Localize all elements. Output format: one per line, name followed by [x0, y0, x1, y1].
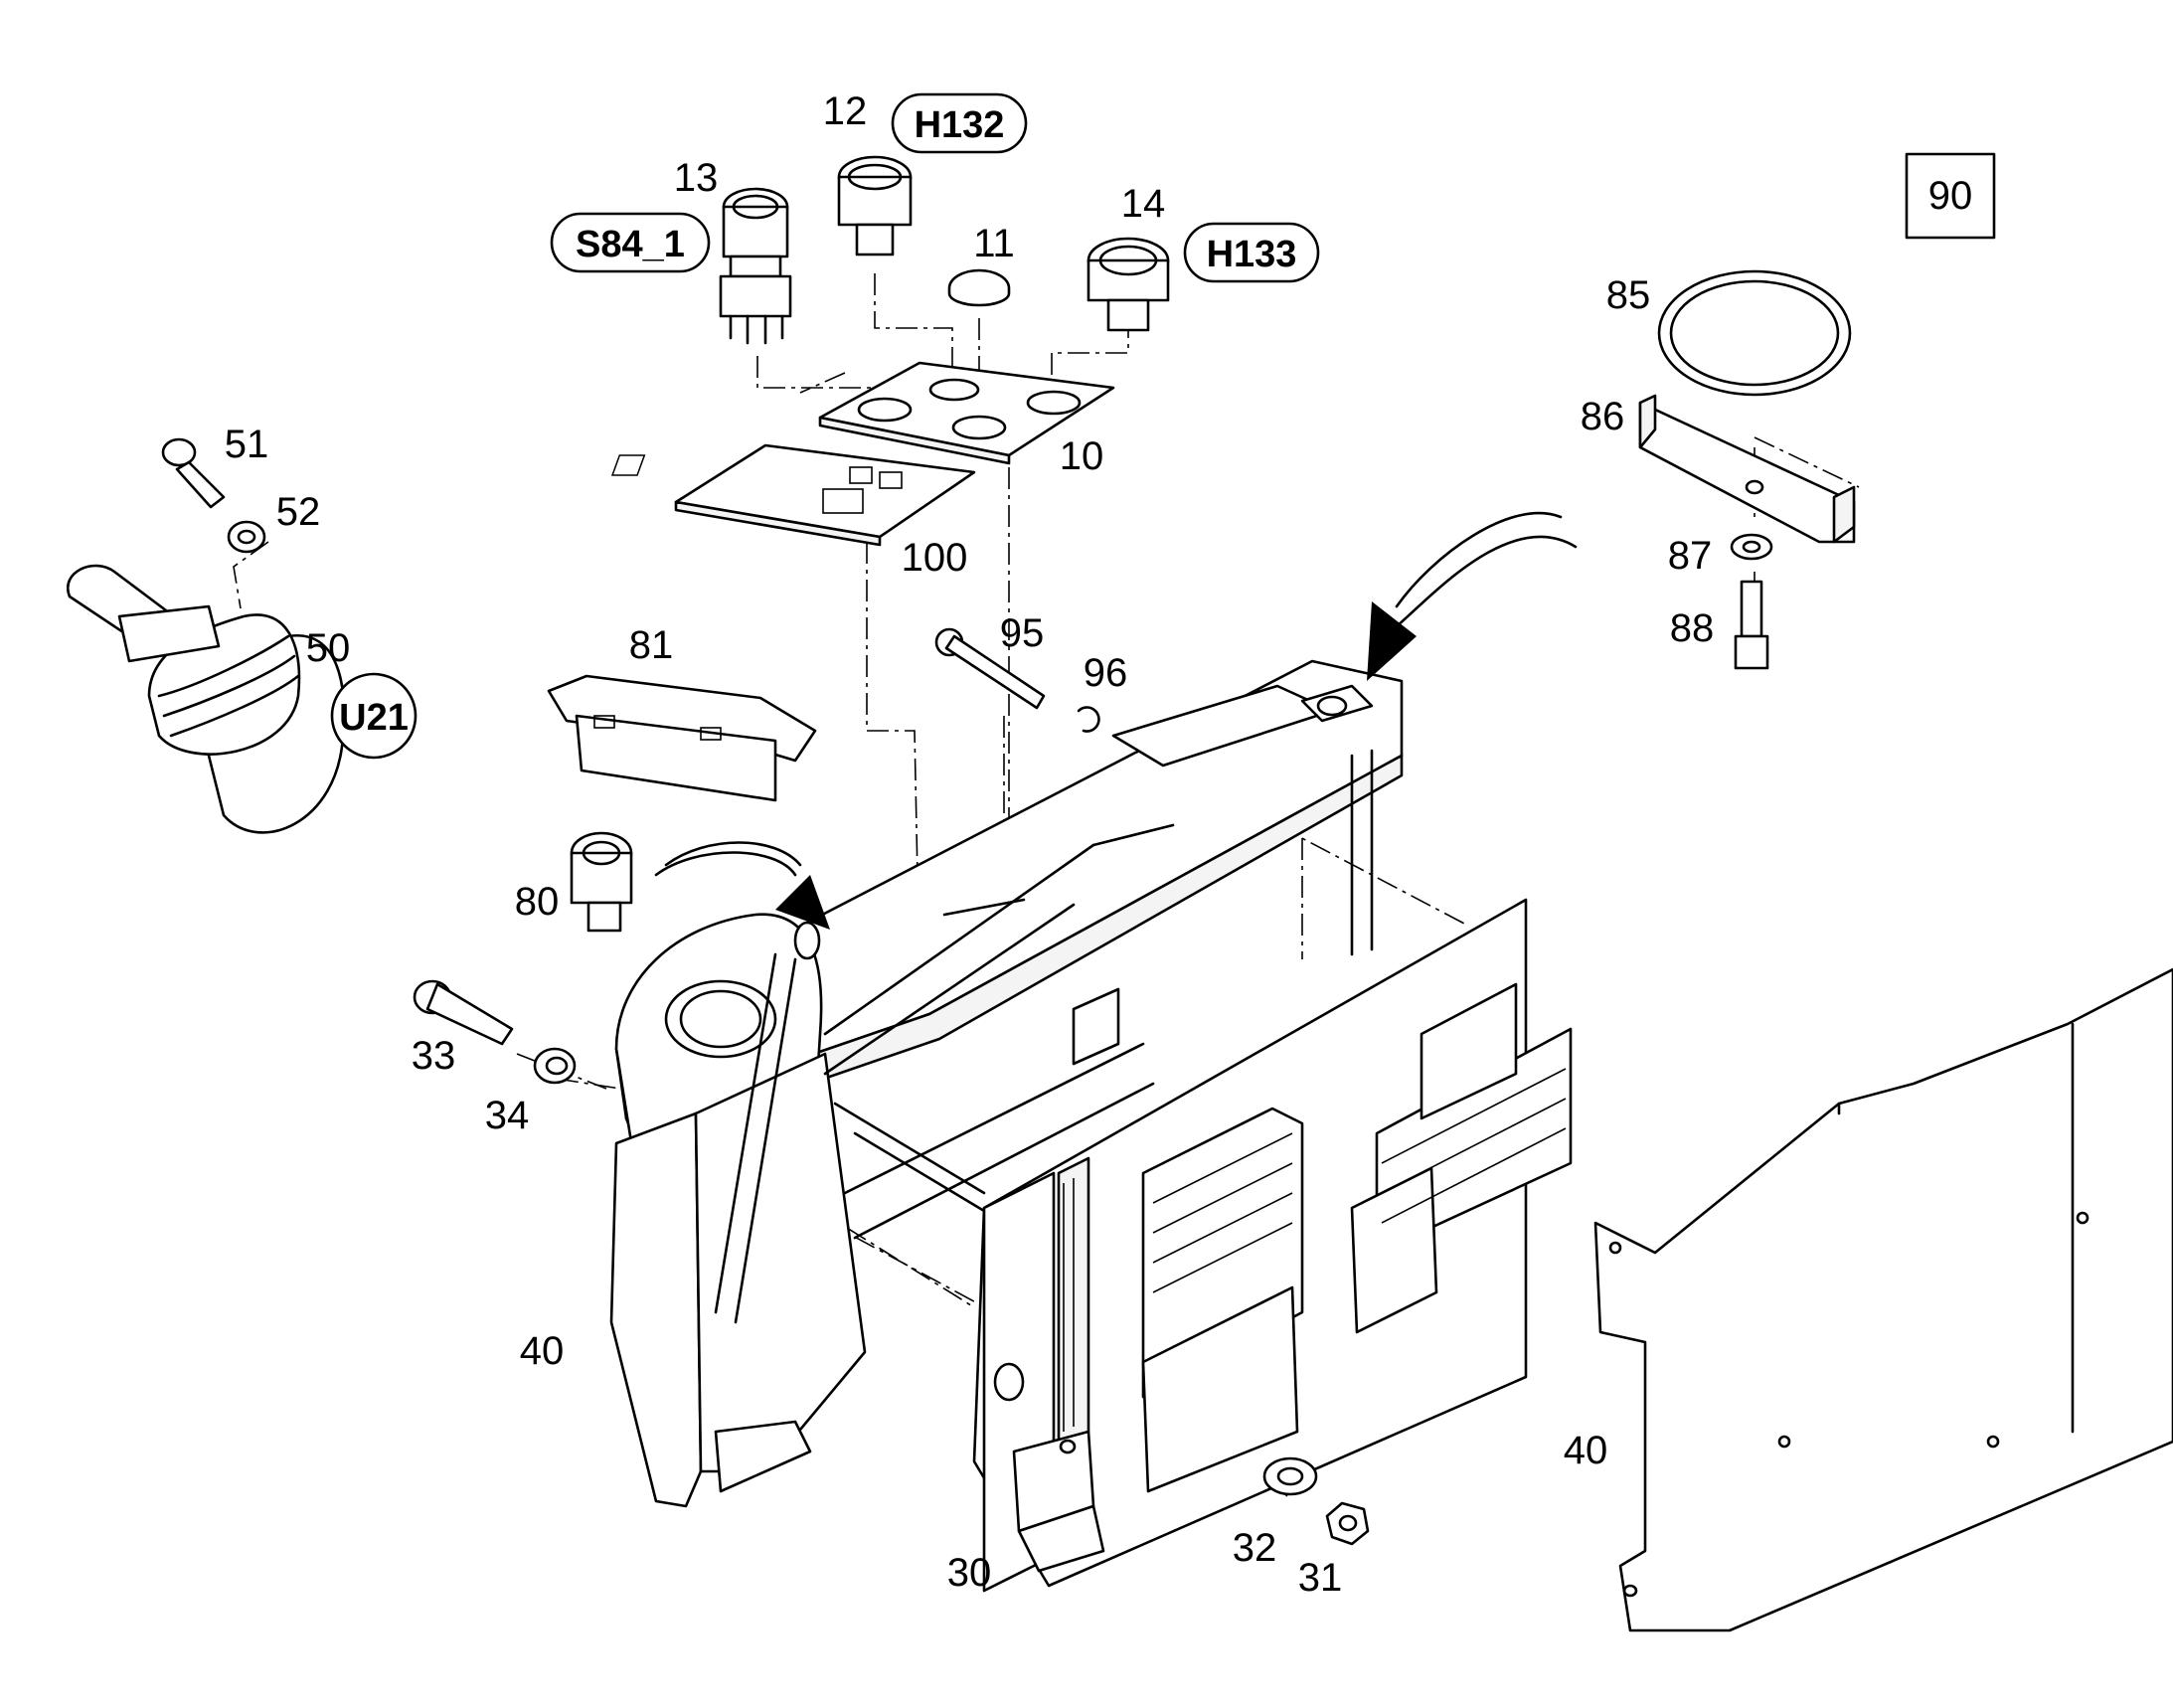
tag-h132: H132	[891, 92, 1028, 154]
callout-52: 52	[276, 490, 321, 534]
tag-h132-label: H132	[915, 104, 1005, 146]
bolt-88	[1734, 580, 1769, 670]
callout-51: 51	[225, 423, 269, 466]
tag-s84: S84_1	[550, 212, 711, 273]
clip-96	[1077, 706, 1100, 733]
reference-box: 90	[1905, 152, 1996, 240]
side-cover	[1593, 967, 2173, 1632]
tag-h133: H133	[1183, 222, 1320, 283]
callout-50: 50	[306, 626, 351, 670]
washer-52	[227, 520, 266, 554]
button-12	[837, 155, 913, 256]
callout-80: 80	[515, 880, 560, 924]
label-plate	[610, 443, 976, 547]
callout-100: 100	[902, 536, 968, 580]
callout-13: 13	[674, 156, 719, 200]
callout-87: 87	[1668, 534, 1713, 578]
callout-85: 85	[1606, 273, 1651, 317]
callout-12: 12	[823, 89, 868, 133]
callout-11: 11	[973, 222, 1015, 265]
tag-h133-label: H133	[1207, 234, 1297, 275]
joystick	[66, 564, 346, 834]
washer-87	[1730, 533, 1773, 561]
reference-tags: H132 S84_1 H133 U21	[330, 92, 1320, 760]
washer-32	[1262, 1456, 1318, 1496]
callout-81: 81	[629, 623, 674, 667]
switch-panel	[818, 361, 1115, 465]
callout-88: 88	[1670, 606, 1715, 650]
callout-40-right: 40	[1564, 1429, 1608, 1472]
callout-96: 96	[1084, 651, 1128, 695]
bracket-86	[1638, 394, 1856, 544]
socket-80	[570, 831, 633, 933]
cup-holder	[547, 674, 817, 802]
tag-u21-label: U21	[339, 697, 409, 739]
button-13	[719, 187, 792, 345]
callout-40-left: 40	[520, 1329, 565, 1373]
washer-34	[533, 1047, 577, 1085]
callout-34: 34	[485, 1094, 530, 1137]
callout-86: 86	[1581, 395, 1625, 438]
assembly-arrows	[654, 511, 1578, 930]
tag-u21: U21	[330, 672, 418, 760]
callout-10: 10	[1060, 434, 1104, 478]
callout-30: 30	[947, 1551, 992, 1595]
callout-95: 95	[1000, 611, 1045, 655]
button-14	[1086, 237, 1170, 332]
callout-31: 31	[1298, 1556, 1343, 1600]
console-frame	[609, 659, 1404, 1508]
callout-numbers: 12 13 11 14 10 100 95 96 81 80 51 52 50 …	[225, 89, 1715, 1600]
callout-32: 32	[1233, 1526, 1277, 1570]
reference-box-label: 90	[1928, 174, 1973, 218]
callout-14: 14	[1121, 182, 1166, 226]
bolt-95	[934, 627, 1046, 710]
electronics-box	[972, 898, 1573, 1593]
cup-85	[1657, 269, 1852, 397]
callout-33: 33	[412, 1034, 456, 1078]
bolt-33	[413, 979, 514, 1046]
tag-s84-label: S84_1	[576, 224, 685, 265]
button-11	[947, 268, 1011, 307]
nut-31	[1325, 1501, 1370, 1546]
screw-51	[161, 437, 226, 509]
